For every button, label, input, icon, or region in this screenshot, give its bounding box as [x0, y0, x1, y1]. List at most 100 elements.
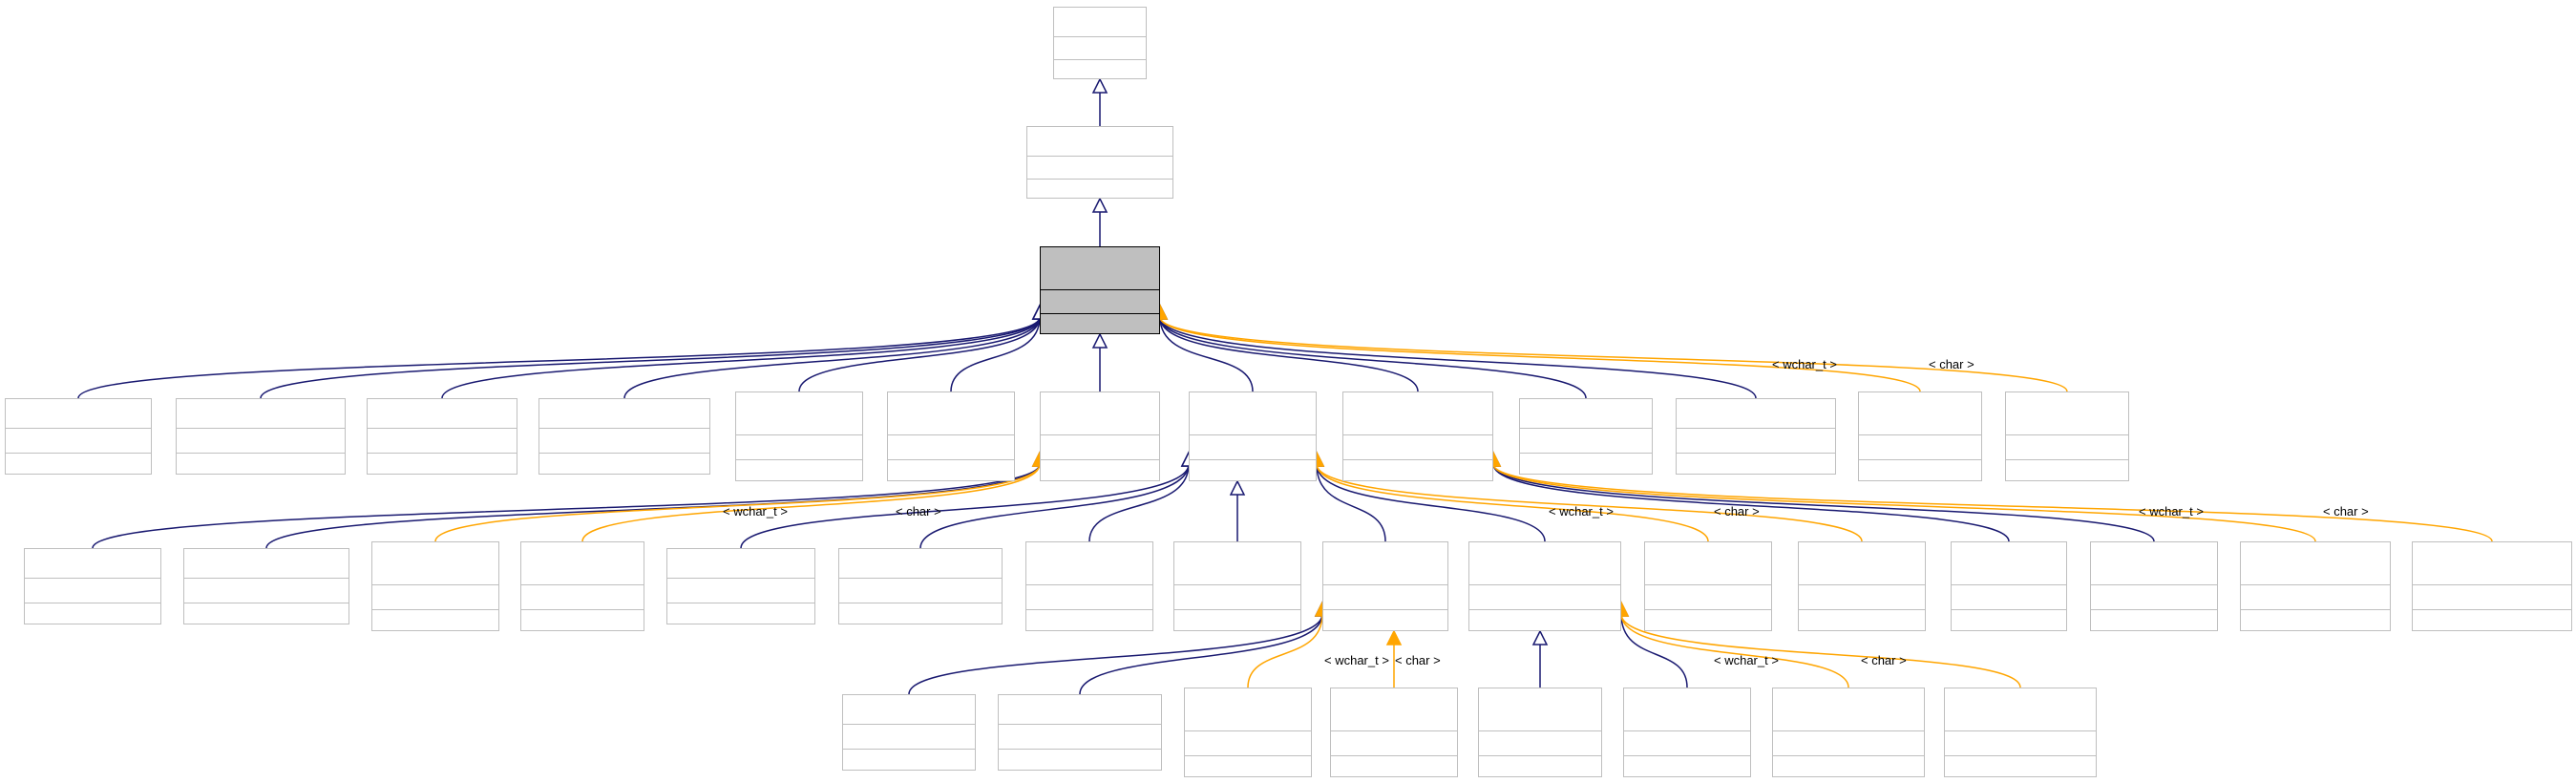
class-node-wistringstream[interactable]: [2090, 541, 2218, 631]
class-node-wfstream[interactable]: [998, 694, 1162, 771]
methods-section: [2091, 610, 2217, 632]
class-node-istream-char[interactable]: [1519, 398, 1653, 475]
class-node-basic-iostream-char[interactable]: [367, 398, 517, 475]
class-name: [1331, 688, 1457, 731]
class-node-stringstream-char[interactable]: [1478, 688, 1602, 777]
class-node-basic-stringstream-wchar[interactable]: [1173, 541, 1301, 631]
attributes-section: [1945, 731, 2096, 756]
class-node-ifstream-char[interactable]: [24, 548, 161, 624]
class-node-basic-iostream-wchar[interactable]: [538, 398, 710, 475]
inheritance-edge-basic-istringstream-wchar: [950, 316, 1041, 392]
class-node-basic-istringstream-wchar[interactable]: [887, 392, 1015, 481]
methods-section: [1645, 610, 1771, 632]
inheritance-edge-basic-iostream-wchar: [623, 316, 1041, 399]
methods-section: [1469, 610, 1620, 632]
class-name: [736, 392, 862, 435]
attributes-section: [1952, 585, 2066, 610]
methods-section: [1027, 180, 1172, 200]
methods-section: [1773, 756, 1924, 778]
template-argument-label: < char >: [1395, 653, 1441, 667]
methods-section: [2241, 610, 2390, 632]
class-node-std-basic-istringstream-char[interactable]: [2412, 541, 2572, 631]
methods-section: [368, 454, 517, 476]
attributes-section: [2006, 435, 2128, 460]
class-node-std-basic-stringstream-char[interactable]: [1944, 688, 2097, 777]
class-node-basic-ifstream-wchar[interactable]: [176, 398, 346, 475]
class-node-std-basic-iostream[interactable]: [1189, 392, 1317, 481]
class-name: [1041, 247, 1159, 290]
class-node-wstringstream[interactable]: [1623, 688, 1751, 777]
attributes-section: [521, 585, 644, 610]
class-node-std-basic-stringstream-wchar[interactable]: [1772, 688, 1925, 777]
attributes-section: [843, 725, 975, 750]
attributes-section: [1041, 290, 1159, 314]
class-name: [1773, 688, 1924, 731]
template-edge-std-basic-fstream-wchar: [1247, 613, 1323, 688]
class-node-std-basic-fstream-char[interactable]: [1330, 688, 1458, 777]
attributes-section: [2091, 585, 2217, 610]
inheritance-edge-std-basic-fstream: [1316, 463, 1386, 542]
class-name: [25, 549, 160, 579]
inheritance-edge-std-basic-stringstream: [1316, 463, 1546, 542]
class-name: [2006, 392, 2128, 435]
inheritance-edge-basic-stringstream-char: [1088, 463, 1190, 542]
class-node-std-basic-fstream[interactable]: [1322, 541, 1448, 631]
arrowhead: [1091, 197, 1109, 213]
class-node-std-basic-stringstream[interactable]: [1468, 541, 1621, 631]
methods-section: [2413, 610, 2571, 632]
attributes-section: [1479, 731, 1601, 756]
methods-section: [843, 750, 975, 772]
class-name: [1185, 688, 1311, 731]
class-name: [1027, 127, 1172, 157]
template-edge-basic-istream-char: [1159, 316, 2068, 392]
class-node-basic-istringstream-char[interactable]: [735, 392, 863, 481]
class-node-basic-ios[interactable]: [1026, 126, 1173, 199]
attributes-section: [372, 585, 498, 610]
class-node-std-basic-ifstream-wchar[interactable]: [371, 541, 499, 631]
class-name: [2091, 542, 2217, 585]
class-node-basic-istream-wchar[interactable]: [1858, 392, 1982, 481]
class-node-std-basic-iostream-wchar[interactable]: [1644, 541, 1772, 631]
class-node-basic-istream-char[interactable]: [2005, 392, 2129, 481]
class-node-basic-stringstream-char[interactable]: [1025, 541, 1153, 631]
class-node-wistream[interactable]: [1676, 398, 1836, 475]
inheritance-edge-basic-fstream-wchar: [919, 463, 1190, 549]
class-node-std-basic-istringstream[interactable]: [1342, 392, 1493, 481]
methods-section: [521, 610, 644, 632]
class-node-wifstream[interactable]: [183, 548, 349, 624]
inheritance-edge-std-basic-istringstream: [1159, 316, 1419, 392]
methods-section: [839, 603, 1002, 625]
attributes-section: [1190, 435, 1316, 460]
template-argument-label: < wchar_t >: [1324, 653, 1389, 667]
methods-section: [1174, 610, 1300, 632]
methods-section: [184, 603, 348, 625]
template-edge-std-basic-istringstream-char: [1492, 463, 2493, 542]
inheritance-edge-wifstream: [265, 463, 1041, 549]
class-node-std-basic-iostream-char[interactable]: [1798, 541, 1926, 631]
methods-section: [1041, 314, 1159, 335]
attributes-section: [184, 579, 348, 603]
class-node-basic-fstream-wchar[interactable]: [838, 548, 1003, 624]
class-name: [184, 549, 348, 579]
inheritance-edge-basic-fstream-char: [740, 463, 1190, 549]
methods-section: [1677, 454, 1835, 476]
attributes-section: [1185, 731, 1311, 756]
attributes-section: [1469, 585, 1620, 610]
class-node-basic-fstream-char[interactable]: [666, 548, 815, 624]
class-name: [1174, 542, 1300, 585]
class-name: [1343, 392, 1492, 435]
template-edge-basic-istream-wchar: [1159, 316, 1921, 392]
class-node-basic-ifstream-char[interactable]: [5, 398, 152, 475]
class-node-ios-base[interactable]: [1053, 7, 1147, 79]
class-node-std-basic-istringstream-wchar[interactable]: [2240, 541, 2391, 631]
methods-section: [1624, 756, 1750, 778]
attributes-section: [368, 429, 517, 454]
class-node-std-basic-ifstream[interactable]: [1040, 392, 1160, 481]
class-node-std-basic-ifstream-char[interactable]: [520, 541, 644, 631]
class-node-istringstream-char[interactable]: [1951, 541, 2067, 631]
template-argument-label: < wchar_t >: [723, 504, 788, 518]
template-argument-label: < char >: [1714, 504, 1760, 518]
class-node-fstream-char[interactable]: [842, 694, 976, 771]
class-node-std-basic-fstream-wchar[interactable]: [1184, 688, 1312, 777]
class-name: [1190, 392, 1316, 435]
